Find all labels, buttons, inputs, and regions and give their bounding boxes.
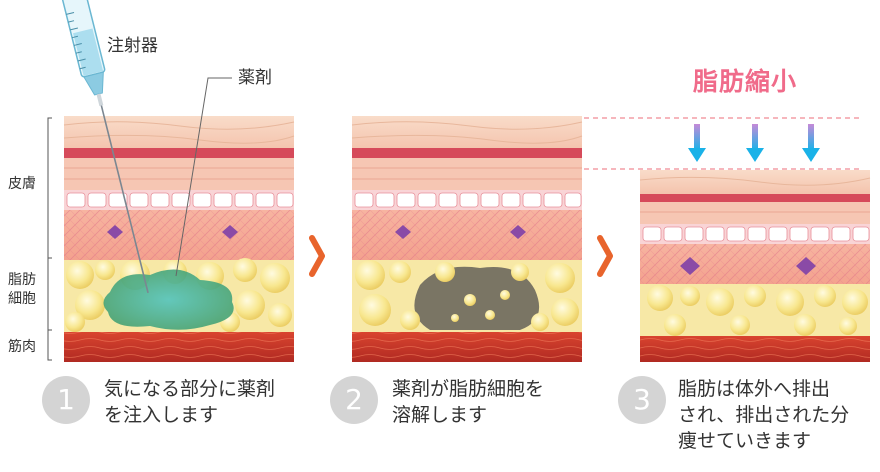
panel-reduced	[640, 170, 870, 362]
drug-label: 薬剤	[238, 69, 272, 87]
result-title: 脂肪縮小	[693, 62, 797, 98]
step-text-1: 気になる部分に薬剤 を注入します	[104, 376, 275, 428]
fat-label-line2: 細胞	[8, 290, 36, 308]
panel-dissolve	[352, 116, 582, 362]
chevron-right-icon	[312, 238, 322, 274]
step-text-3: 脂肪は体外へ排出 され、排出された分 痩せていきます	[678, 376, 849, 454]
down-arrow-icon	[688, 124, 706, 162]
step-number-3: 3	[618, 376, 666, 424]
skin-label: 皮膚	[8, 175, 36, 193]
step-text-2: 薬剤が脂肪細胞を 溶解します	[392, 376, 544, 428]
step-number-1: 1	[42, 376, 90, 424]
down-arrow-icon	[802, 124, 820, 162]
down-arrow-icons	[688, 124, 820, 162]
step-number-2: 2	[330, 376, 378, 424]
layer-bracket	[48, 118, 52, 360]
fat-label-line1: 脂肪	[8, 271, 36, 289]
panel-injection	[64, 116, 294, 362]
down-arrow-icon	[746, 124, 764, 162]
muscle-label: 筋肉	[8, 338, 36, 356]
syringe-label: 注射器	[107, 37, 158, 55]
chevron-right-icon	[600, 238, 610, 274]
